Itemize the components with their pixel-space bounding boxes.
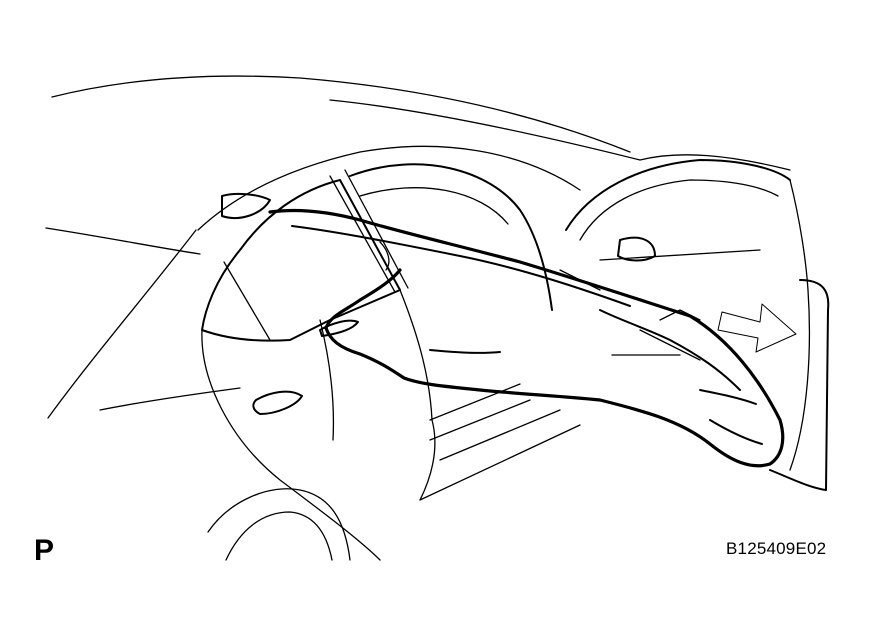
rear-quarter-window — [201, 169, 409, 342]
front-door-opening — [349, 159, 830, 491]
door-handle — [252, 390, 303, 415]
figure-code-label: B125409E02 — [726, 539, 827, 558]
rear-wheel-arch — [207, 488, 351, 561]
removal-direction-arrow-icon — [717, 303, 797, 353]
rear-door — [201, 289, 436, 561]
door-sill — [419, 383, 581, 501]
corner-letter-label: P — [34, 534, 55, 567]
car-body-outline — [45, 75, 791, 419]
roof-headliner-panel — [268, 208, 785, 468]
